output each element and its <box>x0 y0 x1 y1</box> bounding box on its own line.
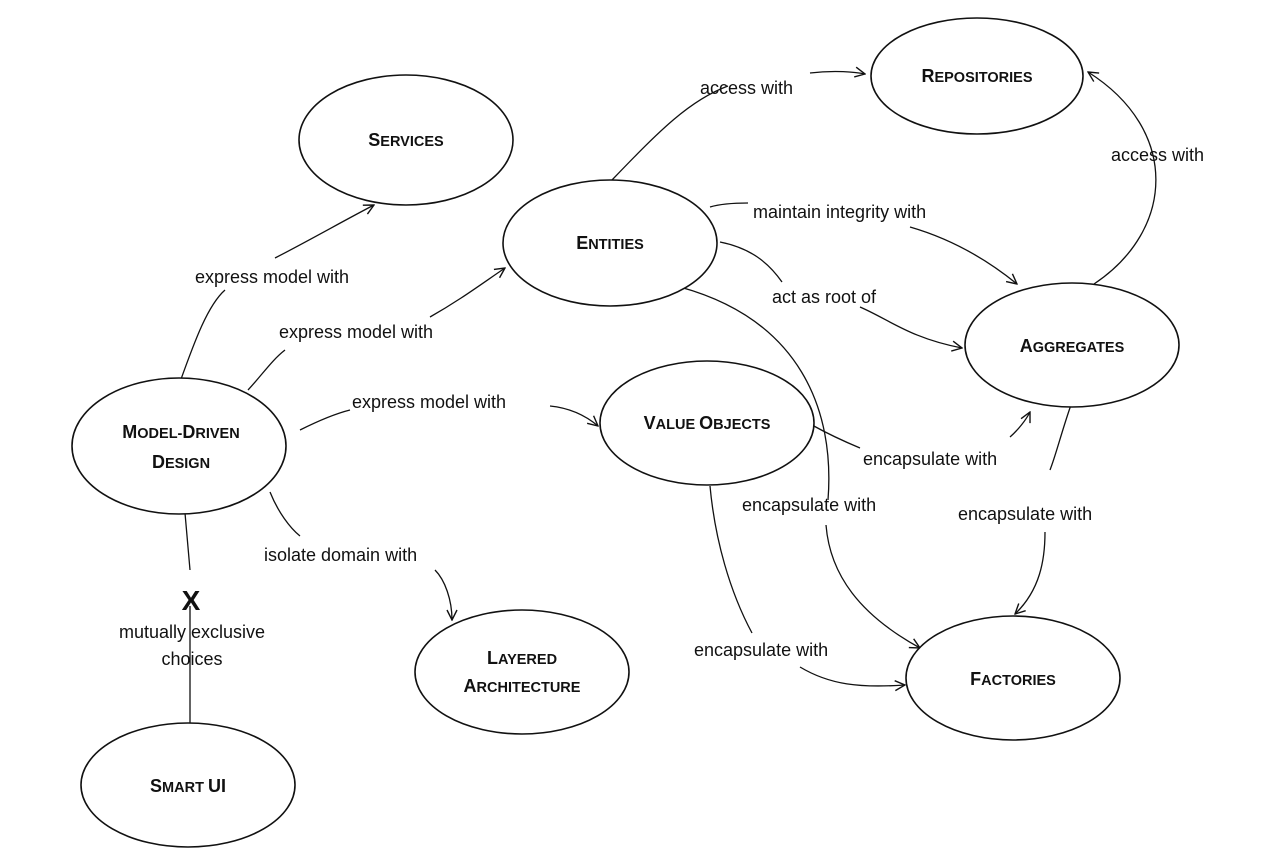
node-repositories: REPOSITORIES <box>870 17 1084 135</box>
svg-text:FACTORIES: FACTORIES <box>970 669 1056 689</box>
edge-value-objects-to-aggregates <box>811 412 1030 449</box>
label-aggregates-to-repositories: access with <box>1111 145 1204 165</box>
node-layered-architecture: LAYERED ARCHITECTURE <box>414 609 630 735</box>
svg-text:ARCHITECTURE: ARCHITECTURE <box>464 676 581 696</box>
node-value-objects: VALUE OBJECTS <box>599 360 815 486</box>
svg-text:SERVICES: SERVICES <box>368 130 444 150</box>
label-value-objects-to-aggregates: encapsulate with <box>863 449 997 469</box>
node-factories: FACTORIES <box>905 615 1121 741</box>
label-entities-to-aggregates-integrity: maintain integrity with <box>753 202 926 222</box>
label-mdd-to-value-objects: express model with <box>352 392 506 412</box>
label-entities-to-factories: encapsulate with <box>742 495 876 515</box>
svg-text:MODEL-DRIVEN: MODEL-DRIVEN <box>122 422 239 442</box>
edge-mdd-smart-ui-exclusive <box>184 512 191 724</box>
label-aggregates-to-factories: encapsulate with <box>958 504 1092 524</box>
edge-mdd-to-services <box>179 205 374 383</box>
edge-mdd-to-layered <box>269 491 452 620</box>
svg-text:ENTITIES: ENTITIES <box>576 233 644 253</box>
edge-entities-to-aggregates-root <box>719 241 962 348</box>
label-value-objects-to-factories: encapsulate with <box>694 640 828 660</box>
node-model-driven-design: MODEL-DRIVEN DESIGN <box>71 377 287 515</box>
svg-text:AGGREGATES: AGGREGATES <box>1020 336 1125 356</box>
label-choices: choices <box>161 649 222 669</box>
svg-text:DESIGN: DESIGN <box>152 452 210 472</box>
label-mutually-exclusive: mutually exclusive <box>119 622 265 642</box>
label-entities-to-repositories: access with <box>700 78 793 98</box>
exclusive-x-mark: X <box>182 585 201 616</box>
edge-value-objects-to-factories <box>709 485 905 686</box>
node-smart-ui: SMART UI <box>80 722 296 848</box>
node-services: SERVICES <box>298 74 514 206</box>
svg-text:VALUE OBJECTS: VALUE OBJECTS <box>644 413 771 433</box>
svg-text:LAYERED: LAYERED <box>487 648 557 668</box>
label-mdd-to-entities: express model with <box>279 322 433 342</box>
edge-mdd-to-entities <box>247 268 505 391</box>
node-aggregates: AGGREGATES <box>964 282 1180 408</box>
node-entities: ENTITIES <box>502 179 718 307</box>
label-mdd-to-layered: isolate domain with <box>264 545 417 565</box>
edge-mdd-to-value-objects <box>299 405 598 430</box>
label-entities-to-aggregates-root: act as root of <box>772 287 877 307</box>
label-mdd-to-services: express model with <box>195 267 349 287</box>
edge-entities-to-aggregates-integrity <box>709 202 1017 284</box>
svg-text:REPOSITORIES: REPOSITORIES <box>921 66 1032 86</box>
edge-aggregates-to-factories <box>1015 401 1073 614</box>
edge-aggregates-to-repositories <box>1088 72 1157 285</box>
edge-entities-to-factories <box>679 286 920 648</box>
edge-entities-to-repositories <box>611 71 865 181</box>
svg-text:SMART UI: SMART UI <box>150 776 226 796</box>
